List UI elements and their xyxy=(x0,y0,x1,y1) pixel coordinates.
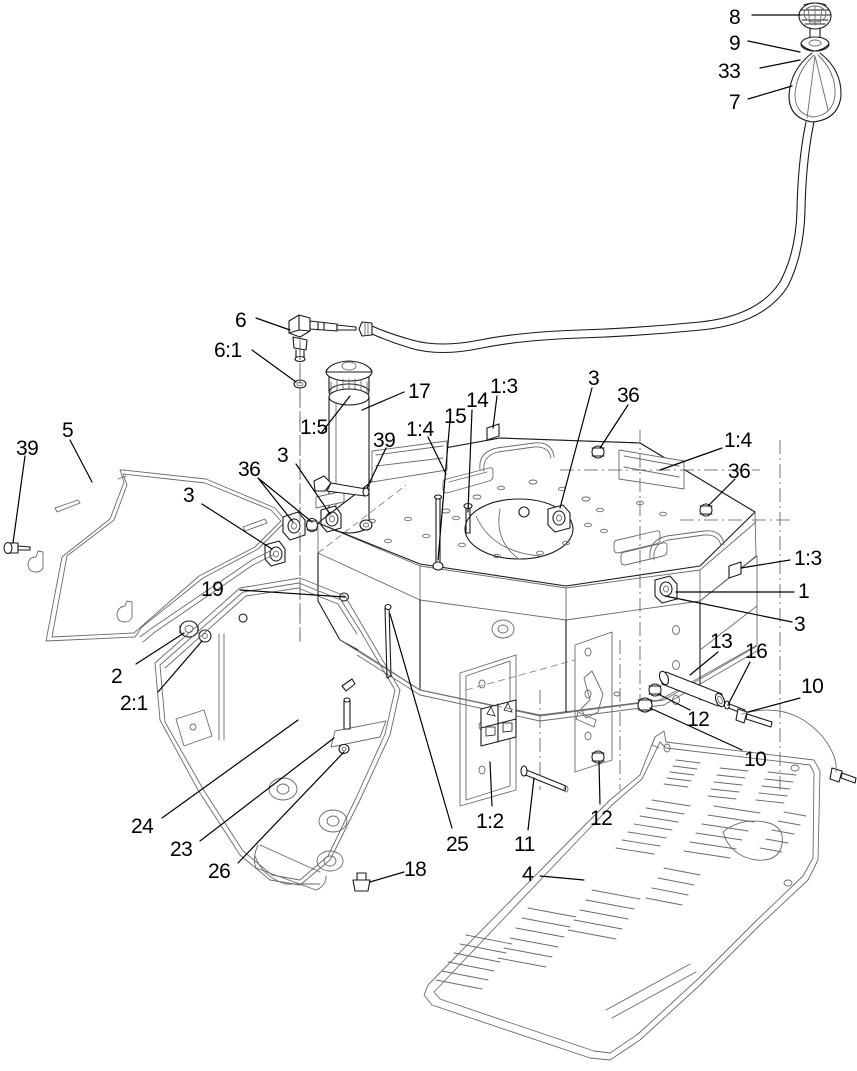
left-frame-arm xyxy=(139,549,401,892)
seat-plate xyxy=(3,469,287,642)
callout-39-center: 39 xyxy=(373,429,396,452)
callout-18: 18 xyxy=(404,858,427,881)
callout-17: 17 xyxy=(408,380,431,403)
callout-5: 5 xyxy=(62,419,74,442)
callout-24: 24 xyxy=(131,815,154,838)
callout-12-c: 12 xyxy=(590,807,613,830)
callout-3-left: 3 xyxy=(277,444,289,467)
callout-36-left: 36 xyxy=(238,458,261,481)
callout-3-left2: 3 xyxy=(183,484,195,507)
callout-6-1: 6:1 xyxy=(214,339,242,362)
callout-26: 26 xyxy=(208,860,231,883)
callout-25: 25 xyxy=(446,833,469,856)
callout-36-right: 36 xyxy=(728,460,751,483)
callout-1-4-left: 1:4 xyxy=(406,418,434,441)
callout-3-right: 3 xyxy=(794,613,806,636)
callout-1-5: 1:5 xyxy=(300,416,328,439)
spacer-bolt-group xyxy=(520,640,857,793)
callout-39-left: 39 xyxy=(16,437,39,460)
shoulder-bolt-39 xyxy=(313,475,373,531)
callout-2-1: 2:1 xyxy=(120,692,148,715)
callout-4: 4 xyxy=(522,863,534,886)
callout-3-top: 3 xyxy=(588,367,600,390)
support-rod-25 xyxy=(384,603,392,679)
callout-6: 6 xyxy=(235,309,247,332)
callout-19: 19 xyxy=(201,578,224,601)
warning-decal xyxy=(480,699,517,747)
rod-15-bolt-14 xyxy=(432,494,473,571)
callout-12-a: 12 xyxy=(687,708,710,731)
callout-13: 13 xyxy=(710,630,733,653)
fuel-cap-assembly xyxy=(358,2,842,353)
callout-16: 16 xyxy=(745,640,768,663)
callout-2: 2 xyxy=(111,665,123,688)
callout-7: 7 xyxy=(729,91,741,114)
callout-9: 9 xyxy=(729,32,741,55)
callout-1-3-right: 1:3 xyxy=(794,547,822,570)
callout-8: 8 xyxy=(729,6,741,29)
callout-10-right: 10 xyxy=(801,675,824,698)
callout-1: 1 xyxy=(798,580,810,603)
leader-lines xyxy=(12,14,801,883)
construction-centerlines xyxy=(299,340,576,716)
main-frame-chassis xyxy=(315,423,758,807)
hinge-hardware-left xyxy=(179,505,350,643)
callout-15: 15 xyxy=(444,405,467,428)
callout-23: 23 xyxy=(170,838,193,861)
callout-36-top: 36 xyxy=(617,384,640,407)
callout-33: 33 xyxy=(718,60,741,83)
callout-1-2: 1:2 xyxy=(476,810,504,833)
callout-11: 11 xyxy=(514,833,535,856)
callout-1-4-right: 1:4 xyxy=(724,429,752,452)
callout-10-bottom: 10 xyxy=(744,748,767,771)
callout-1-3-top: 1:3 xyxy=(490,375,518,398)
footplate xyxy=(423,730,821,1061)
callout-14: 14 xyxy=(466,389,489,412)
